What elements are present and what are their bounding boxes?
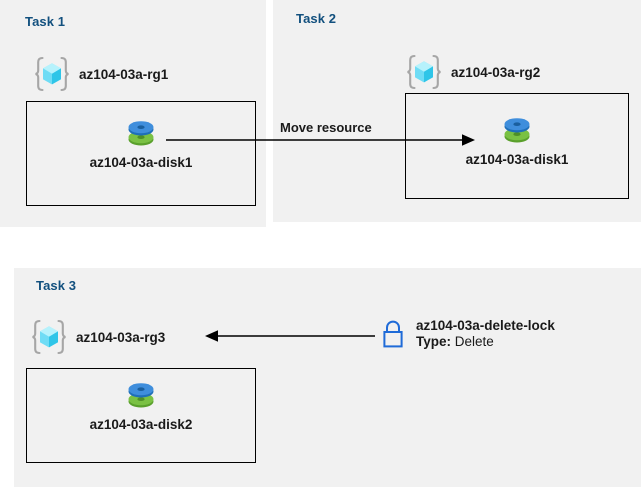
delete-lock-name: az104-03a-delete-lock <box>416 318 555 333</box>
delete-lock-block: az104-03a-delete-lock Type: Delete <box>379 318 555 350</box>
resource-group-task3: az104-03a-rg3 <box>30 318 165 356</box>
panel-task3-title: Task 3 <box>36 278 77 293</box>
delete-lock-type: Type: Delete <box>416 334 555 350</box>
managed-disk-icon <box>66 375 216 415</box>
panel-task1-title: Task 1 <box>25 14 66 29</box>
resource-group-icon <box>33 55 71 93</box>
delete-lock-arrow <box>205 330 375 342</box>
disk-task2: az104-03a-disk1 <box>442 110 592 167</box>
delete-lock-texts: az104-03a-delete-lock Type: Delete <box>416 318 555 350</box>
resource-group-task2: az104-03a-rg2 <box>405 53 540 91</box>
resource-group-task1-label: az104-03a-rg1 <box>79 66 169 82</box>
disk-task1-label: az104-03a-disk1 <box>89 155 193 170</box>
move-resource-arrow <box>166 134 475 146</box>
disk-task3: az104-03a-disk2 <box>66 375 216 432</box>
delete-lock-type-label: Type: <box>416 333 452 349</box>
resource-group-task2-label: az104-03a-rg2 <box>451 64 541 80</box>
lock-icon <box>379 318 407 349</box>
resource-box-task2 <box>405 93 629 199</box>
managed-disk-icon <box>66 113 216 153</box>
move-resource-caption: Move resource <box>280 120 372 135</box>
disk-task3-label: az104-03a-disk2 <box>89 417 193 432</box>
panel-task2-title: Task 2 <box>296 11 337 26</box>
delete-lock-type-value: Delete <box>454 333 494 349</box>
resource-box-task1 <box>26 101 256 206</box>
resource-group-icon <box>405 53 443 91</box>
resource-group-icon <box>30 318 68 356</box>
resource-group-task1: az104-03a-rg1 <box>33 55 168 93</box>
disk-task1: az104-03a-disk1 <box>66 113 216 170</box>
managed-disk-icon <box>442 110 592 150</box>
resource-group-task3-label: az104-03a-rg3 <box>76 329 166 345</box>
disk-task2-label: az104-03a-disk1 <box>465 152 569 167</box>
